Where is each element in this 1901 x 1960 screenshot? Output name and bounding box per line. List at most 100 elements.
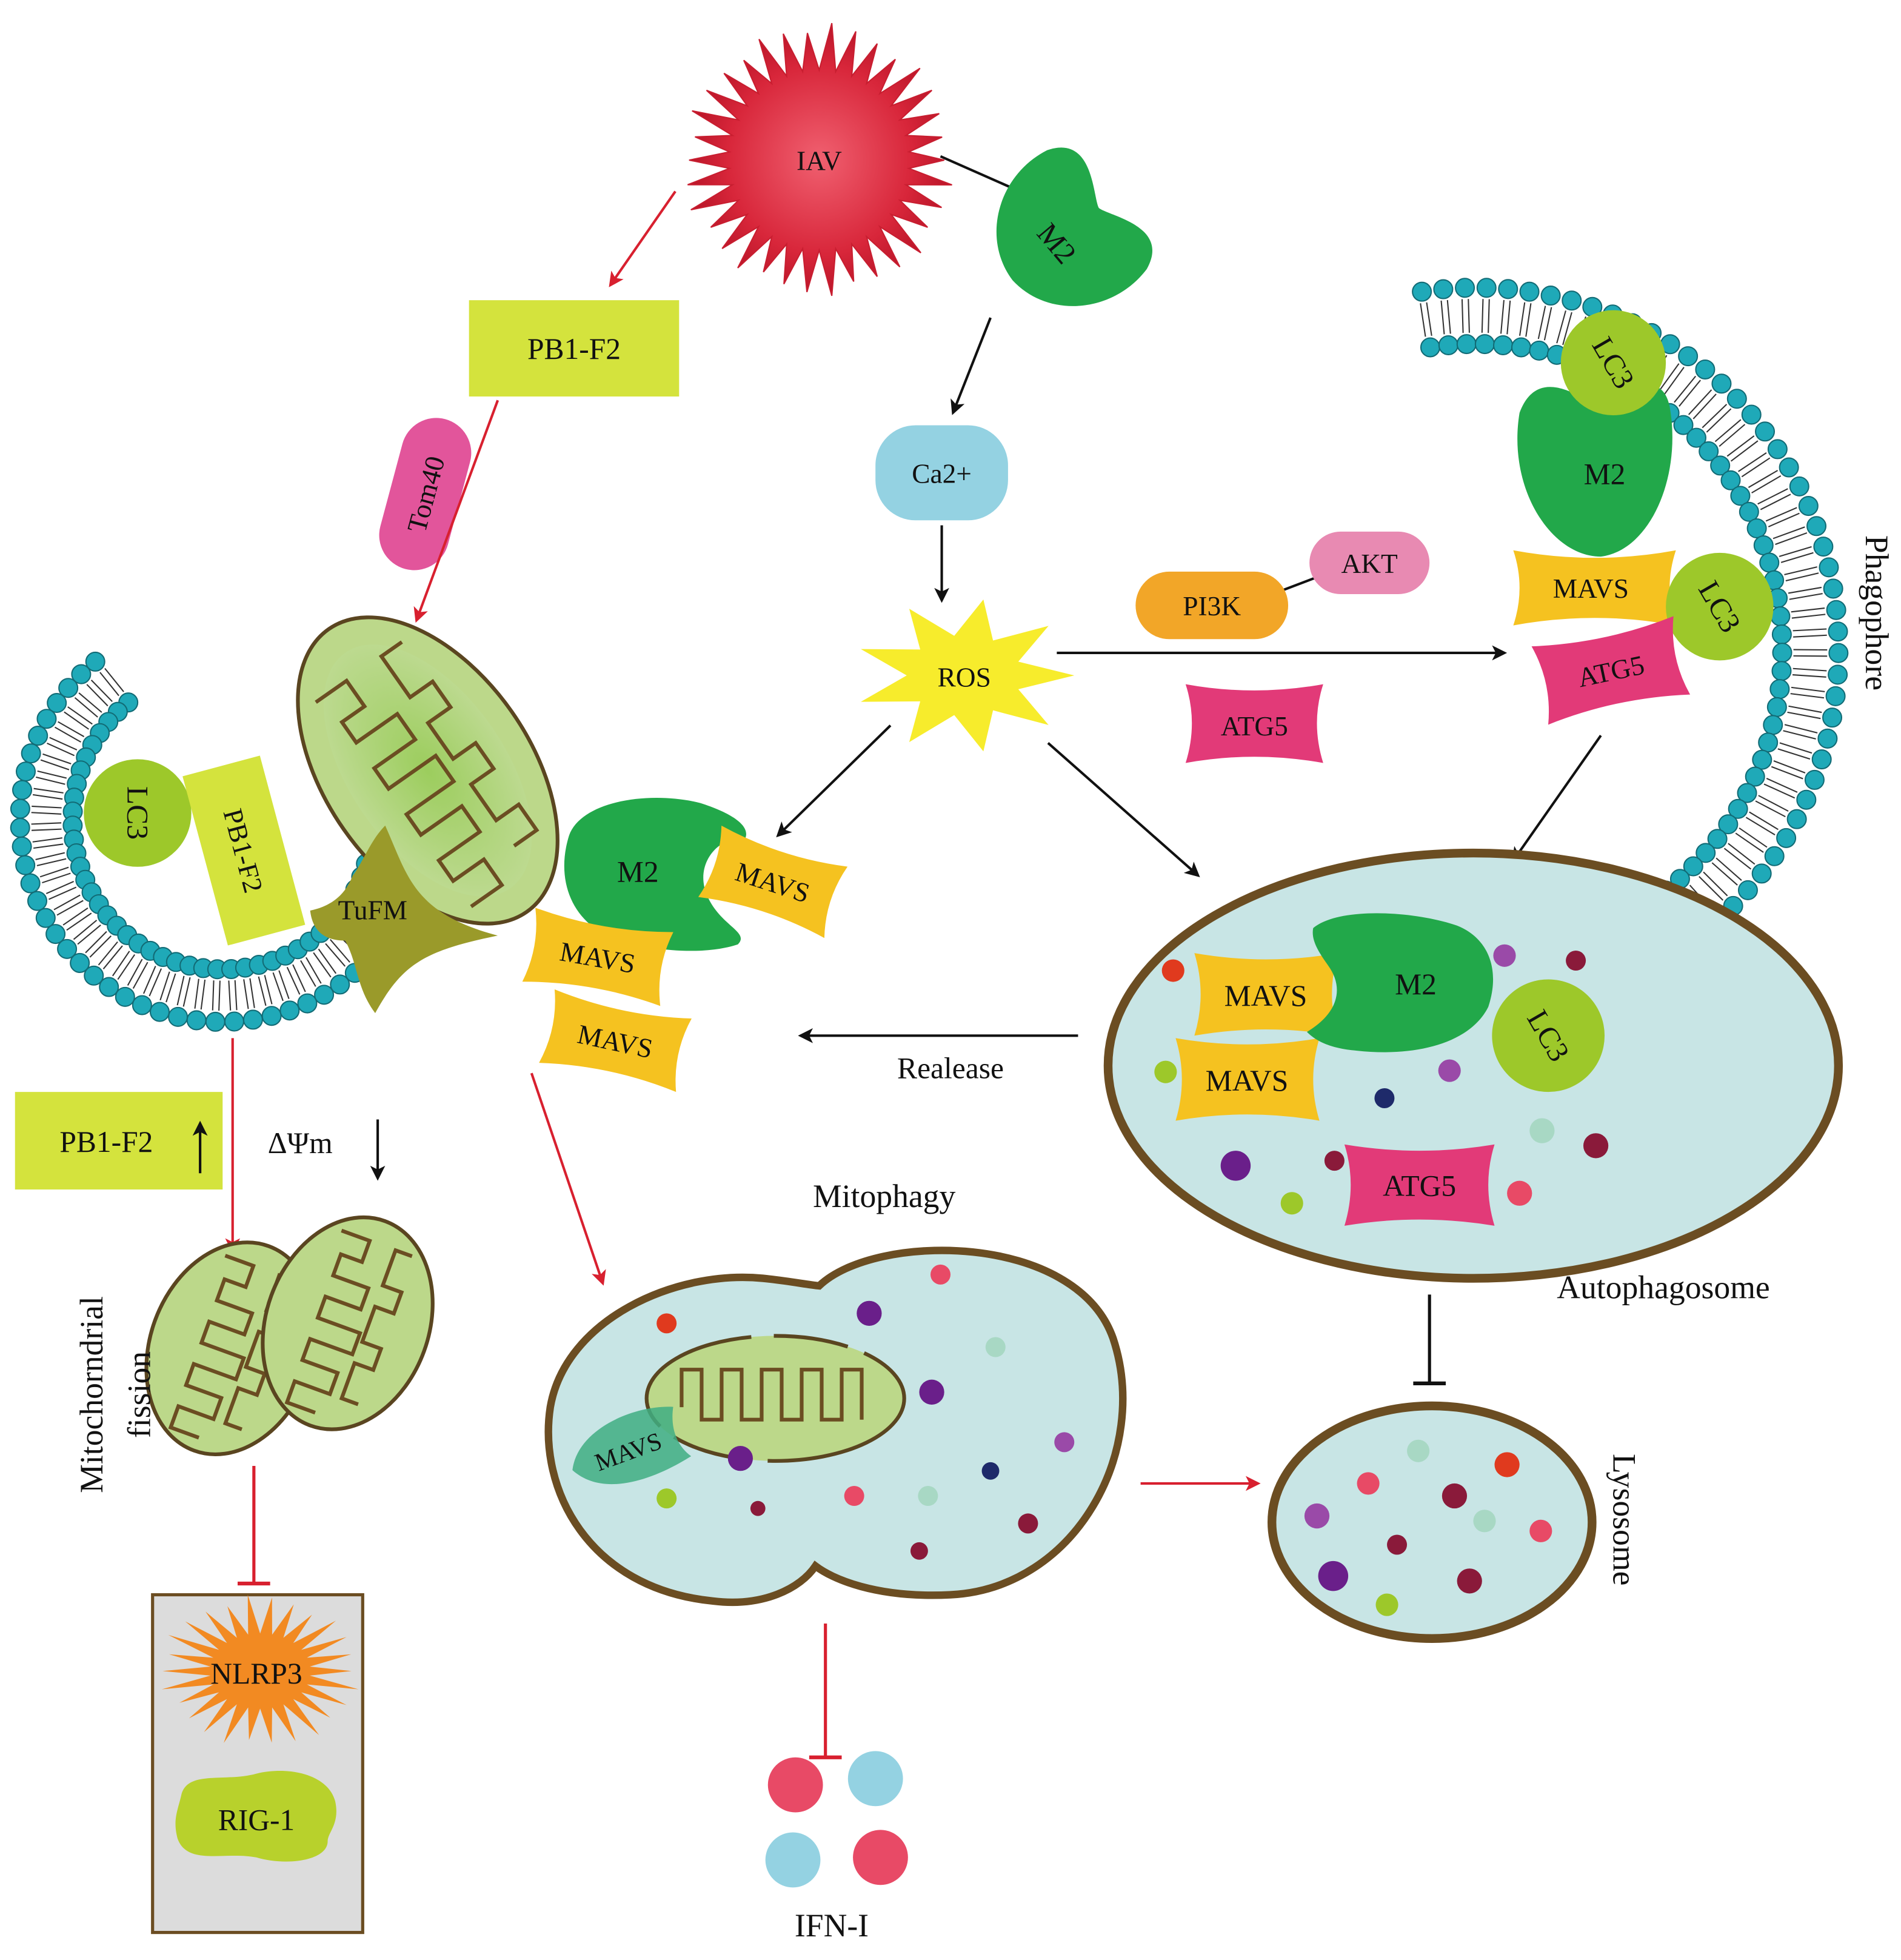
m2-left-label: M2 (617, 855, 659, 889)
particle-dot (750, 1500, 766, 1516)
particle-dot (1566, 951, 1586, 971)
arrow-iav-pb1f2 (609, 190, 677, 287)
lc3-phagophore-side: LC3 (1666, 552, 1774, 661)
particle-dot (727, 1446, 753, 1471)
particle-dot (1357, 1472, 1380, 1495)
mito-fission-label-2: fission (121, 1351, 158, 1438)
particle-dot (1507, 1180, 1532, 1206)
particle-dot (1407, 1439, 1430, 1462)
lysosome-particles (1304, 1439, 1552, 1616)
tufm-label: TuFM (338, 895, 407, 925)
pb1f2-up-box: PB1-F2 (15, 1092, 223, 1190)
particle-dot (930, 1264, 950, 1285)
atg5-mid-label: ATG5 (1221, 711, 1288, 741)
particle-dot (1442, 1483, 1468, 1509)
mavs-phagophore-label: MAVS (1553, 574, 1629, 604)
lc3-left: LC3 (84, 759, 192, 867)
ros-label: ROS (938, 663, 991, 693)
mavs-auto-2: MAVS (1175, 1038, 1320, 1121)
particle-dot (910, 1542, 928, 1560)
mitochondrion-mitophagy-icon (644, 1334, 906, 1463)
nlrp3-label: NLRP3 (210, 1657, 302, 1690)
mito-fission-label-1: Mitochorndrial (73, 1296, 110, 1493)
akt-label: AKT (1341, 549, 1398, 579)
lc3-phagophore-top: LC3 (1560, 310, 1666, 415)
particle-dot (1324, 1151, 1345, 1171)
particle-dot (1304, 1503, 1330, 1529)
pi3k-label: PI3K (1183, 591, 1241, 621)
m2-phagophore: M2 (1517, 384, 1672, 557)
arrow-m2-ca (950, 317, 992, 415)
ros-node: ROS (861, 599, 1075, 752)
mitophagy-label: Mitophagy (813, 1178, 956, 1214)
particle-dot (1457, 1568, 1482, 1594)
m2-left: M2 (564, 798, 746, 951)
ca-label: Ca2+ (912, 458, 972, 489)
pb1f2-top-label: PB1-F2 (527, 332, 621, 366)
particle-dot (857, 1300, 882, 1326)
particle-dot (1154, 1060, 1177, 1083)
mitochondrion-fission-b-icon (261, 1215, 435, 1431)
particle-dot (1494, 1452, 1520, 1477)
particle-dot (1529, 1519, 1552, 1542)
phagophore-label: Phagophore (1859, 535, 1895, 691)
ifn-label: IFN-I (795, 1907, 869, 1944)
particle-dot (985, 1337, 1006, 1357)
atg5-auto: ATG5 (1344, 1144, 1495, 1226)
mavs-phagophore: MAVS (1513, 550, 1676, 626)
delta-psi-label: ΔΨm (268, 1126, 333, 1160)
particle-dot (1473, 1510, 1496, 1533)
inflammasome-box: NLRP3 RIG-1 (151, 1593, 364, 1935)
particle-dot (1438, 1059, 1461, 1082)
particle-dot (919, 1379, 944, 1405)
tufm-node: TuFM (310, 825, 498, 1014)
autophagosome-label: Autophagosome (1557, 1269, 1770, 1306)
mavs-1: MAVS (698, 825, 848, 938)
ca-node: Ca2+ (875, 425, 1008, 521)
m2-auto-label: M2 (1395, 968, 1437, 1001)
virus-icon: IAV (687, 22, 952, 296)
iav-label: IAV (797, 146, 842, 176)
m2-auto: M2 (1307, 913, 1494, 1052)
mitochondrion-large-icon (296, 615, 560, 926)
rig1-label: RIG-1 (218, 1803, 295, 1836)
ifn-cluster (765, 1751, 908, 1888)
mavs-mitophagy: MAVS (572, 1406, 692, 1485)
arrow-ros-m2mavs (776, 724, 892, 838)
mavs-auto-2-label: MAVS (1206, 1064, 1289, 1097)
particle-dot (918, 1486, 938, 1507)
mavs-auto-1: MAVS (1194, 953, 1338, 1036)
arrow-pb1f2-mito (413, 400, 499, 623)
lc3-left-label: LC3 (121, 786, 154, 840)
atg5-mid-node: ATG5 (1185, 684, 1323, 763)
pb1f2-left-box: PB1-F2 (182, 755, 306, 946)
autophagosome-particles (1154, 944, 1609, 1215)
particle-dot (1054, 1432, 1075, 1453)
particle-dot (1387, 1534, 1408, 1555)
particle-dot (1280, 1192, 1303, 1215)
mitophagy-particles (656, 1264, 1075, 1560)
lc3-auto: LC3 (1492, 979, 1605, 1092)
particle-dot (1374, 1088, 1395, 1108)
mavs-2: MAVS (522, 908, 673, 1006)
m2-phagophore-label: M2 (1584, 457, 1626, 490)
particle-dot (1220, 1151, 1251, 1181)
pb1f2-top-box: PB1-F2 (469, 300, 680, 397)
nlrp3-icon (161, 1594, 359, 1744)
arrow-ros-autophagosome (1047, 741, 1200, 877)
particle-dot (981, 1462, 1000, 1480)
akt-node: AKT (1309, 531, 1430, 595)
arrow-phagophore-autophagosome (1512, 734, 1602, 863)
particle-dot (1161, 959, 1184, 982)
particle-dot (1375, 1593, 1398, 1616)
particle-dot (1493, 944, 1516, 967)
particle-dot (844, 1486, 864, 1507)
atg5-phagophore: ATG5 (1531, 616, 1691, 725)
pb1f2-up-label: PB1-F2 (59, 1125, 153, 1159)
m2-top-shape: M2 (996, 147, 1152, 306)
particle-dot (1018, 1513, 1038, 1534)
release-label: Realease (897, 1051, 1004, 1085)
particle-dot (1583, 1133, 1609, 1159)
atg5-auto-label: ATG5 (1383, 1169, 1456, 1202)
